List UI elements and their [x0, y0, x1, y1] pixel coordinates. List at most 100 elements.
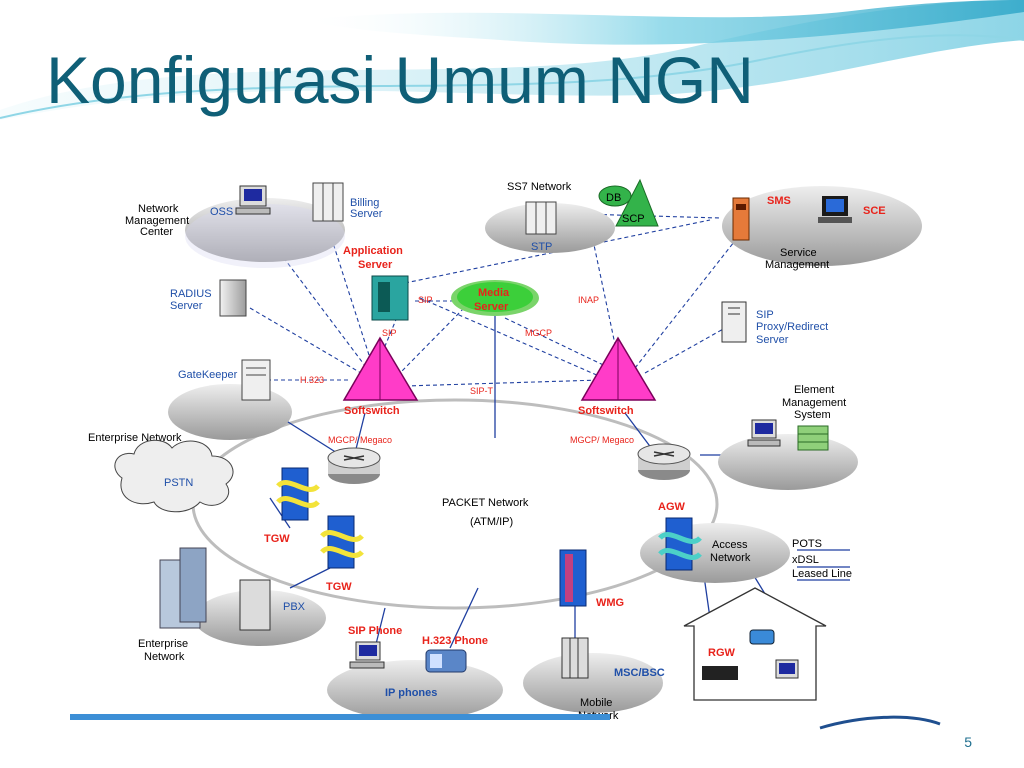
protocol-inap: INAP — [578, 295, 599, 305]
enterprise-top-label: Enterprise Network — [88, 432, 182, 444]
enterprise-network-bottom: PBX Enterprise Network — [138, 547, 326, 663]
service-management: SMS SCE Service Management — [722, 186, 922, 271]
protocol-h323: H.323 — [300, 375, 324, 385]
access-network-label-2: Network — [710, 552, 751, 564]
element-management-system: Element Management System — [718, 384, 858, 490]
mobile-network-label-1: Mobile — [580, 697, 612, 709]
nmc-label-3: Center — [140, 226, 173, 238]
billing-label-2: Server — [350, 208, 383, 220]
db-icon — [598, 185, 632, 207]
radius-label-1: RADIUS — [170, 288, 212, 300]
wmg: WMG — [559, 549, 624, 609]
header-swoosh — [0, 0, 1024, 120]
rgw-icon — [702, 666, 738, 680]
access-leased-line-label: Leased Line — [792, 568, 852, 580]
tgw-upper-label: TGW — [264, 533, 290, 545]
h323-phone-label: H.323 Phone — [422, 635, 488, 647]
pstn-label: PSTN — [164, 477, 193, 489]
softswitch-right-label: Softswitch — [578, 405, 634, 417]
radius-server: RADIUS Server — [170, 279, 247, 317]
pbx-label: PBX — [283, 601, 306, 613]
media-server-label-1: Media — [478, 287, 510, 299]
gatekeeper-server-icon — [241, 359, 271, 401]
packet-network-label-1: PACKET Network — [442, 497, 529, 509]
ss7-network: SS7 Network STP DB SCP — [485, 178, 659, 253]
service-mgmt-label-2: Management — [765, 259, 829, 271]
sip-proxy-label-1: SIP — [756, 309, 774, 321]
softswitch-left-label: Softswitch — [344, 405, 400, 417]
ems-label-2: Management — [782, 397, 846, 409]
app-server-label-2: Server — [358, 259, 393, 271]
agw-icon — [665, 517, 693, 571]
ss7-title: SS7 Network — [507, 181, 572, 193]
wmg-label: WMG — [596, 597, 624, 609]
enterprise-bottom-label-2: Network — [144, 651, 185, 663]
network-management-center: Network Management Center OSS Billing Se… — [125, 182, 383, 268]
sip-proxy-label-2: Proxy/Redirect — [756, 321, 828, 333]
dashed-links — [249, 212, 746, 387]
sip-proxy-label-3: Server — [756, 334, 789, 346]
service-mgmt-label-1: Service — [780, 247, 817, 259]
billing-label-1: Billing — [350, 197, 379, 209]
ems-database-icon — [797, 425, 829, 451]
scp-icon — [615, 178, 659, 227]
db-label: DB — [606, 192, 621, 204]
ip-phones: SIP Phone H.323 Phone IP phones — [327, 625, 503, 720]
protocol-sip-a: SIP — [418, 295, 433, 305]
radius-server-icon — [219, 279, 247, 317]
stp-server-icon — [525, 201, 557, 235]
sip-proxy-server-icon — [721, 301, 747, 343]
app-server-label-1: Application — [343, 245, 403, 257]
sce-label: SCE — [863, 205, 886, 217]
agw-label: AGW — [658, 501, 686, 513]
oss-label: OSS — [210, 206, 233, 218]
msc-bsc-icon — [561, 637, 589, 679]
pstn-cloud: PSTN — [114, 439, 234, 513]
tgw-lower-icon — [327, 515, 355, 569]
ngn-diagram: Network Management Center OSS Billing Se… — [60, 168, 970, 730]
page-number: 5 — [964, 734, 972, 750]
media-server: Media Server — [451, 280, 539, 316]
sip-phone-label: SIP Phone — [348, 625, 402, 637]
access-pots-label: POTS — [792, 538, 822, 550]
ip-phones-label: IP phones — [385, 687, 437, 699]
protocol-mgcp: MGCP — [525, 328, 552, 338]
tgw-upper-icon — [281, 467, 309, 521]
router-right-icon — [637, 443, 691, 480]
ems-label-1: Element — [794, 384, 834, 396]
billing-server-icon — [312, 182, 344, 222]
protocol-mgcp-megaco-left: MGCP/ Megaco — [328, 435, 392, 445]
footer-bar — [70, 714, 610, 720]
tgw-upper: TGW — [264, 467, 320, 545]
nmc-label-1: Network — [138, 203, 179, 215]
protocol-sip-b: SIP — [382, 328, 397, 338]
sip-proxy-server: SIP Proxy/Redirect Server — [721, 301, 828, 346]
tgw-lower-label: TGW — [326, 581, 352, 593]
radius-label-2: Server — [170, 300, 203, 312]
gatekeeper-label: GateKeeper — [178, 369, 238, 381]
access-network-label-1: Access — [712, 539, 748, 551]
access-xdsl-label: xDSL — [792, 554, 819, 566]
packet-network-label-2: (ATM/IP) — [470, 516, 513, 528]
softswitch-left: Softswitch — [342, 336, 419, 417]
sms-label: SMS — [767, 195, 791, 207]
softswitch-right: Softswitch — [578, 336, 657, 417]
enterprise-bottom-label-1: Enterprise — [138, 638, 188, 650]
footer-swoosh — [819, 715, 941, 730]
slide-title: Konfigurasi Umum NGN — [46, 43, 754, 117]
residential-gateway: RGW — [683, 587, 827, 701]
stp-label: STP — [531, 241, 552, 253]
rgw-label: RGW — [708, 647, 736, 659]
protocol-labels: SIP SIP H.323 SIP-T MGCP INAP MGCP/ Mega… — [300, 295, 634, 445]
mobile-network: MSC/BSC Mobile Network — [523, 637, 665, 722]
application-server: Application Server — [343, 245, 409, 321]
protocol-mgcp-megaco-right: MGCP/ Megaco — [570, 435, 634, 445]
nmc-label-2: Management — [125, 215, 189, 227]
scp-label: SCP — [622, 213, 645, 225]
access-network: AGW Access Network POTS xDSL Leased Line — [640, 501, 852, 583]
ems-label-3: System — [794, 409, 831, 421]
pbx-icon — [239, 579, 271, 631]
router-left-icon — [327, 447, 381, 484]
media-server-label-2: Server — [474, 301, 509, 313]
tgw-lower: TGW — [320, 515, 364, 593]
